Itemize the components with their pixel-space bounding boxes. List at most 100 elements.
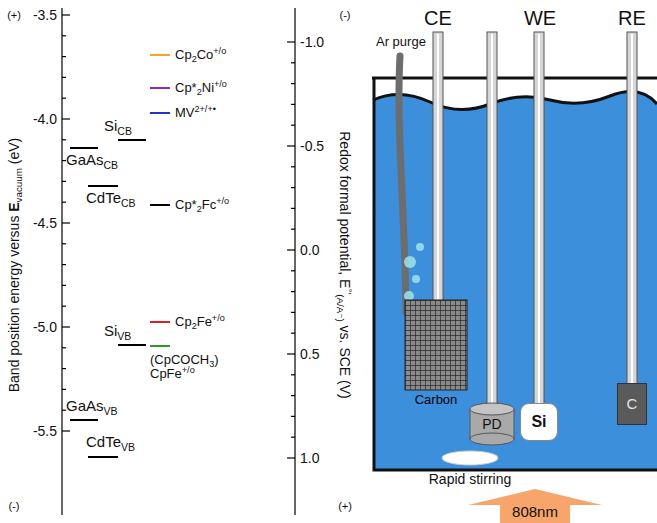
text-run: VB	[104, 405, 118, 417]
text-run: CE	[424, 7, 452, 29]
node-text: Si	[531, 414, 546, 431]
rod-highlight	[437, 34, 439, 300]
text-run: CB	[121, 197, 136, 209]
axis-tick	[62, 410, 66, 411]
text-run: +/o	[213, 47, 226, 57]
axis-tick	[291, 333, 295, 334]
axis-tick	[62, 202, 66, 203]
band-label: CdTeVB	[86, 434, 135, 450]
axis-tick	[291, 125, 295, 126]
axis-tick	[62, 139, 66, 140]
text-run: Rapid stirring	[429, 471, 511, 487]
text-run: Cp*	[175, 80, 197, 95]
redox-levels	[150, 55, 170, 346]
text-run: vs. SCE (V)	[337, 322, 353, 399]
rod	[534, 32, 544, 406]
arrow-shape	[468, 489, 602, 523]
cell-rim	[372, 77, 657, 80]
redox-line	[150, 321, 170, 323]
tick-label: 0.5	[300, 347, 319, 362]
redox-label: Cp2Fe+/o	[175, 315, 225, 329]
tick-label: -0.5	[300, 139, 324, 154]
tick-label: -5.0	[33, 320, 57, 335]
redox-line	[150, 54, 170, 56]
axis-tick	[291, 374, 295, 375]
text-run: 2	[197, 204, 202, 214]
text-run: VB	[117, 330, 131, 342]
band-label: GaAsCB	[66, 152, 118, 168]
text-run: -0.5	[300, 138, 324, 154]
tick-label: -5.5	[33, 424, 57, 439]
redox-label: (CpCOCH3) CpFe+/o	[150, 353, 230, 380]
ar-purge-tube	[399, 56, 406, 312]
axis-tick	[287, 145, 295, 146]
text-run: +/o	[212, 314, 225, 324]
redox-label: MV2+/+•	[175, 106, 216, 120]
text-run: 2	[197, 87, 202, 97]
gas-label: Ar purge	[376, 35, 426, 49]
polarity-sign: (+)	[7, 10, 21, 22]
rod-highlight	[491, 34, 493, 404]
text-run: 0.5	[300, 346, 319, 362]
text-run: 2	[192, 321, 197, 331]
text-run: VB	[121, 441, 135, 453]
axis-tick	[291, 187, 295, 188]
text-run: 3	[209, 359, 214, 369]
axis-tick	[287, 353, 295, 354]
counter-electrode-mesh-shape	[405, 300, 467, 390]
text-run: Redox formal potential, E	[337, 131, 353, 288]
band-label: CdTeCB	[86, 190, 136, 206]
electrode-label: WE	[524, 8, 556, 29]
tick-label: -3.5	[33, 8, 57, 23]
node-text: PD	[482, 417, 501, 432]
band-line	[118, 344, 146, 346]
text-run: -3.5	[33, 7, 57, 23]
axis-tick	[62, 98, 66, 99]
axis-tick	[291, 416, 295, 417]
text-run: Cp	[175, 47, 192, 62]
axis-tick	[62, 56, 66, 57]
text-run: +/o	[214, 80, 227, 90]
axis-tick	[62, 77, 66, 78]
axis-tick	[62, 430, 70, 431]
cell-wall	[374, 78, 657, 470]
redox-label: Cp*2Fc+/o	[175, 198, 229, 212]
axis-tick	[291, 62, 295, 63]
text-run: (A/A⁻)	[335, 294, 346, 322]
text-run: -5.0	[33, 319, 57, 335]
ticks	[62, 15, 295, 458]
band-line	[88, 456, 118, 458]
text-run: Fc	[202, 197, 216, 212]
text-run: CdTe	[86, 433, 121, 450]
text-run: Fe	[197, 314, 212, 329]
polarity-sign: (+)	[338, 501, 352, 513]
text-run: (eV)	[6, 138, 22, 168]
axis-title: Redox formal potential, E°′(A/A⁻) vs. SC…	[338, 131, 353, 398]
tick-label: -1.0	[300, 35, 324, 50]
axis-title: Band position energy versus Evacuum (eV)	[7, 138, 22, 393]
axis-tick	[287, 249, 295, 250]
axis-tick	[291, 229, 295, 230]
axis-tick	[291, 166, 295, 167]
text-run: (-)	[340, 9, 351, 21]
axis-tick	[62, 285, 66, 286]
axis-tick	[291, 395, 295, 396]
illumination-arrow: 808nm	[468, 489, 602, 523]
text-run: +/o	[182, 365, 195, 375]
text-run: (+)	[7, 9, 21, 21]
axis-tick	[62, 306, 66, 307]
redox-line	[150, 345, 170, 347]
axis-tick	[62, 181, 66, 182]
axis-tick	[62, 347, 66, 348]
text-run: GaAs	[66, 151, 104, 168]
counter-electrode-mesh: Carbon	[405, 300, 467, 390]
axis-tick	[291, 291, 295, 292]
photodiode: PD	[470, 403, 514, 445]
axis-tick	[62, 389, 66, 390]
left-axis	[61, 8, 62, 515]
bubble	[416, 243, 424, 251]
reference-electrode: C	[617, 383, 647, 425]
text-run: -4.5	[33, 215, 57, 231]
polarity-sign: (-)	[340, 10, 351, 22]
text-run: -1.0	[300, 34, 324, 50]
